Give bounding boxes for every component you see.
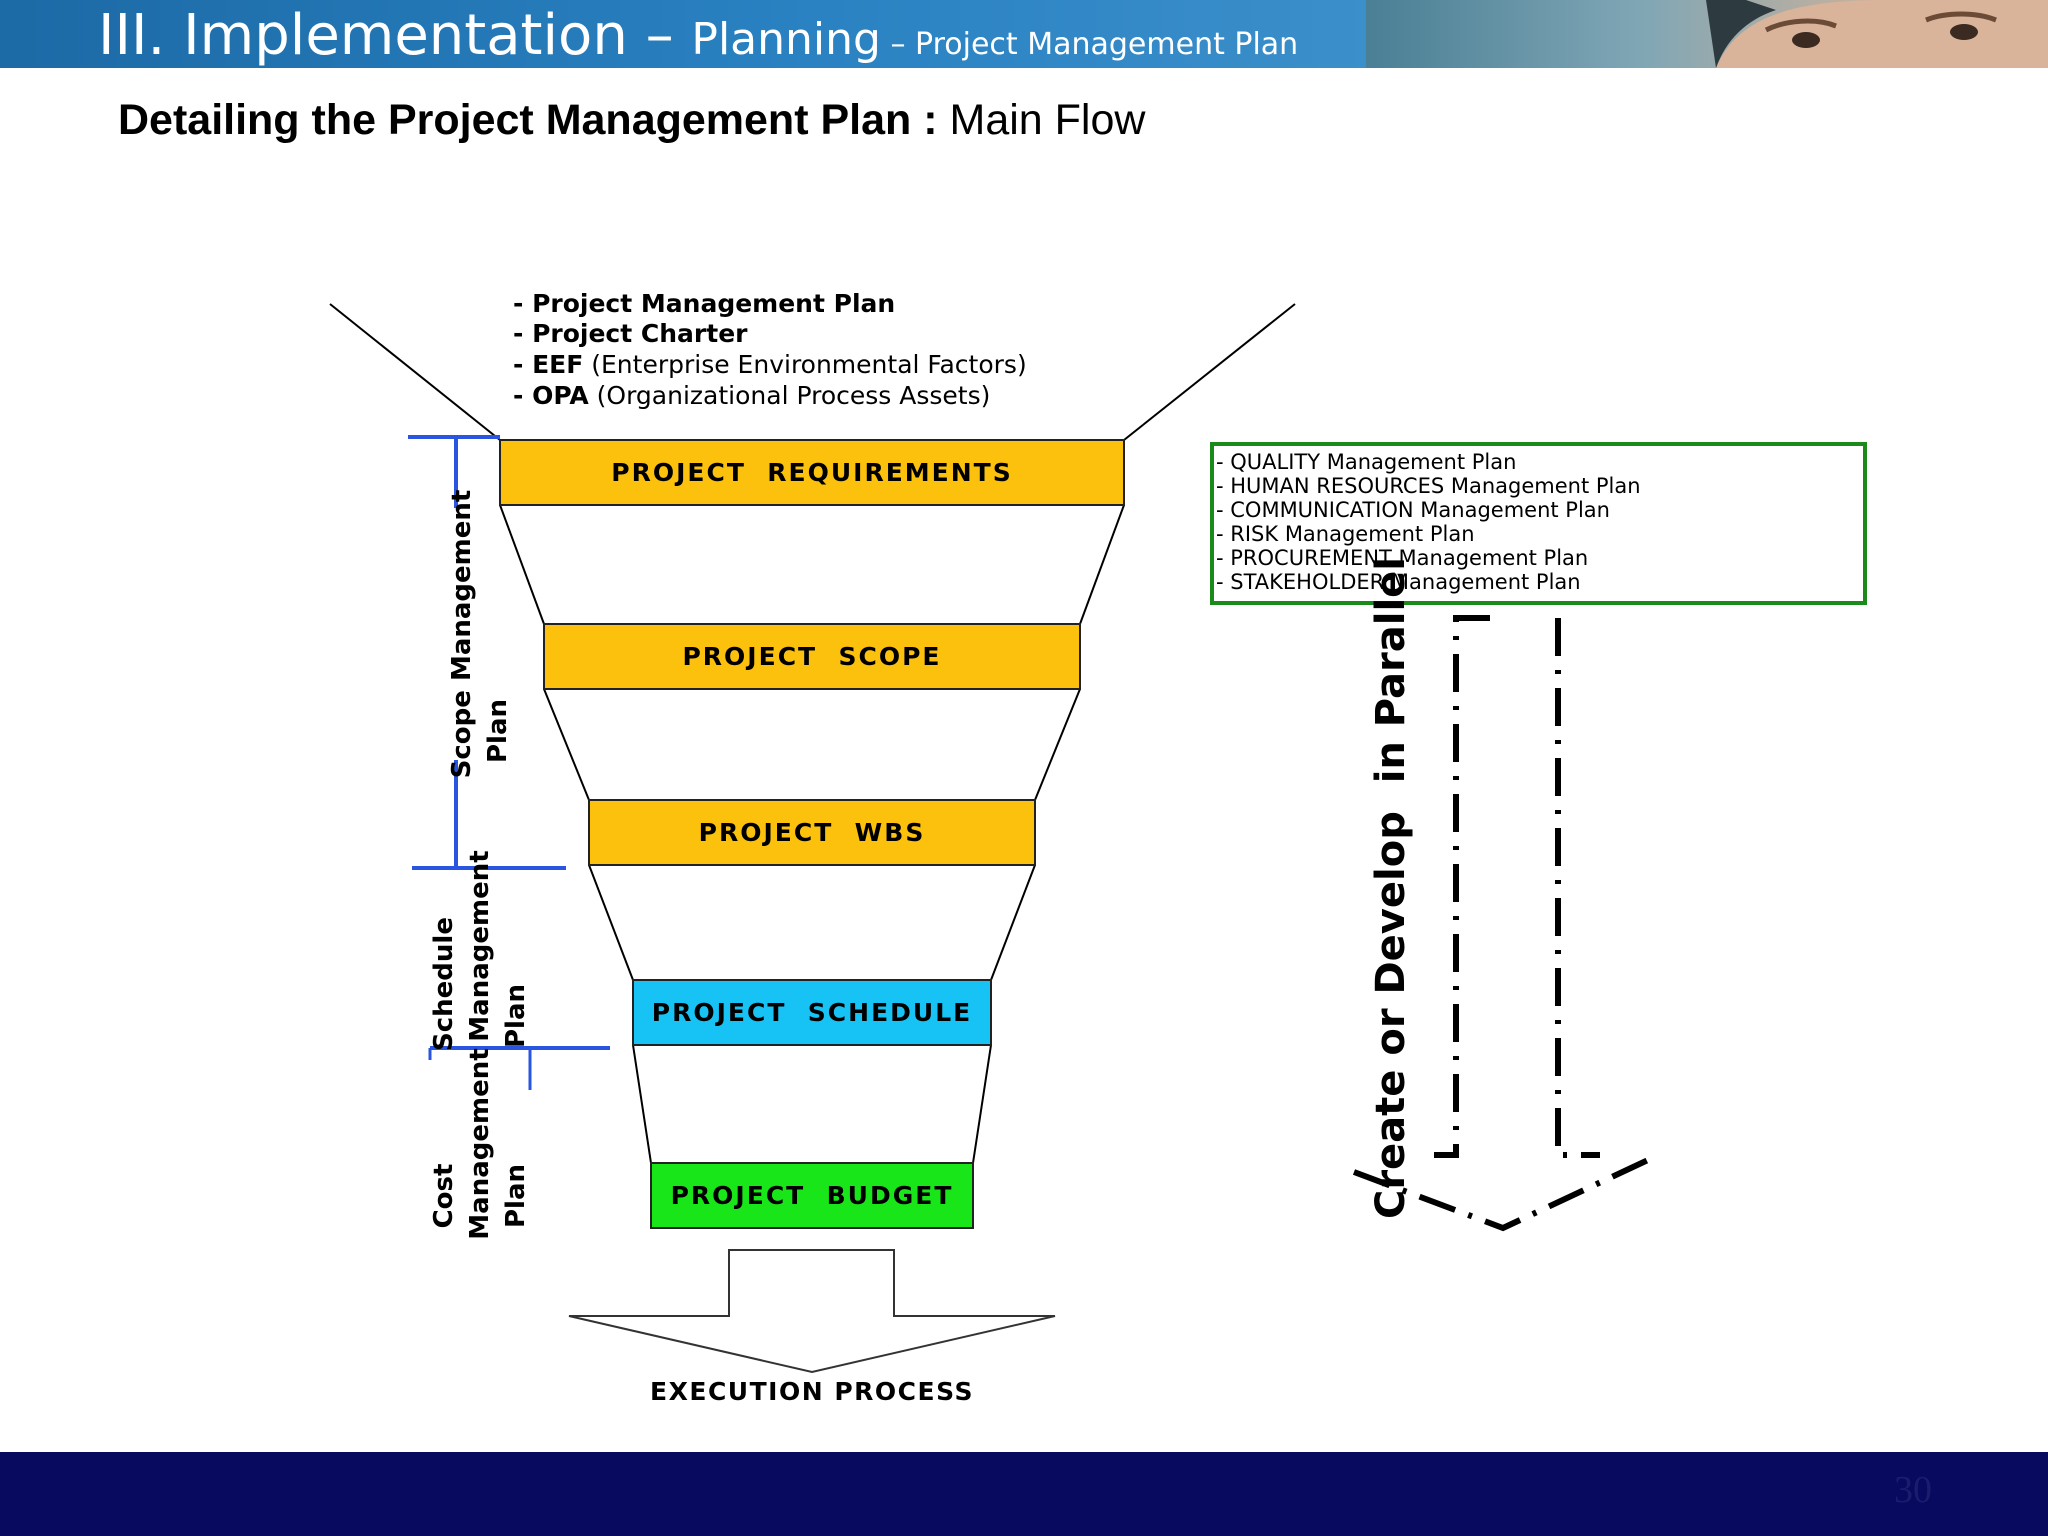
- parallel-plans-box: - QUALITY Management Plan - HUMAN RESOUR…: [1210, 442, 1867, 605]
- footer-bar: [0, 1452, 2048, 1536]
- cost-bracket-label: Management: [465, 1048, 495, 1239]
- scope-bracket: Scope Management Plan: [408, 435, 566, 870]
- subtitle-bold: Detailing the Project Management Plan :: [118, 96, 938, 144]
- stage-label: PROJECT SCOPE: [682, 642, 941, 671]
- plan-item: - PROCUREMENT Management Plan: [1216, 546, 1588, 570]
- parallel-arrow: Create or Develop in Parallel: [1352, 557, 1650, 1232]
- pm-flow-diagram: - Project Management Plan - Project Char…: [329, 289, 1867, 1406]
- title-section: Planning: [691, 14, 881, 65]
- plan-item: - STAKEHOLDER Management Plan: [1216, 570, 1581, 594]
- stage-wbs: PROJECT WBS: [588, 799, 1036, 866]
- face-image: [1706, 0, 2048, 68]
- scope-bracket-label: Plan: [483, 699, 513, 763]
- schedule-bracket-label: Plan: [501, 984, 531, 1048]
- stage-label: PROJECT SCHEDULE: [652, 998, 972, 1027]
- subtitle-normal: Main Flow: [937, 96, 1146, 144]
- parallel-label: Create or Develop in Parallel: [1368, 557, 1414, 1219]
- input-item: - Project Management Plan: [513, 289, 895, 318]
- title-dash: –: [627, 3, 692, 68]
- funnel-left-top-line: [329, 303, 501, 441]
- stage-requirements: PROJECT REQUIREMENTS: [499, 439, 1125, 506]
- plan-item: - QUALITY Management Plan: [1216, 450, 1516, 474]
- stage-scope: PROJECT SCOPE: [543, 623, 1081, 690]
- title-bar: III. Implementation – Planning – Project…: [0, 0, 1366, 68]
- stage-label: PROJECT WBS: [699, 818, 926, 847]
- funnel-right-top-line: [1123, 303, 1296, 441]
- input-item: - EEF (Enterprise Environmental Factors): [513, 350, 1027, 379]
- plan-item: - HUMAN RESOURCES Management Plan: [1216, 474, 1641, 498]
- cost-bracket-label: Cost: [429, 1164, 459, 1229]
- stage-schedule: PROJECT SCHEDULE: [632, 979, 992, 1046]
- schedule-bracket-label: Schedule: [429, 917, 459, 1051]
- schedule-bracket-label: Management: [465, 850, 495, 1041]
- schedule-bracket: Schedule Management Plan: [428, 850, 610, 1060]
- plan-item: - COMMUNICATION Management Plan: [1216, 498, 1610, 522]
- page-number: 30: [1894, 1469, 1932, 1511]
- execution-label: EXECUTION PROCESS: [650, 1377, 974, 1406]
- plan-item: - RISK Management Plan: [1216, 522, 1475, 546]
- header-photo: [1366, 0, 2048, 68]
- slide-subtitle: Detailing the Project Management Plan : …: [118, 96, 1145, 145]
- stage-budget: PROJECT BUDGET: [650, 1162, 974, 1229]
- cost-bracket-label: Plan: [501, 1164, 531, 1228]
- input-item: - Project Charter: [513, 319, 748, 348]
- cost-bracket: Cost Management Plan: [429, 1048, 532, 1240]
- stage-label: PROJECT BUDGET: [671, 1181, 954, 1210]
- slide-title: III. Implementation – Planning – Project…: [98, 0, 1298, 68]
- stage-label: PROJECT REQUIREMENTS: [611, 458, 1012, 487]
- input-item: - OPA (Organizational Process Assets): [513, 381, 990, 410]
- title-main: III. Implementation: [98, 3, 628, 68]
- execution-arrow: [568, 1249, 1056, 1374]
- scope-bracket-label: Scope Management: [447, 490, 477, 779]
- title-sub: – Project Management Plan: [880, 27, 1299, 62]
